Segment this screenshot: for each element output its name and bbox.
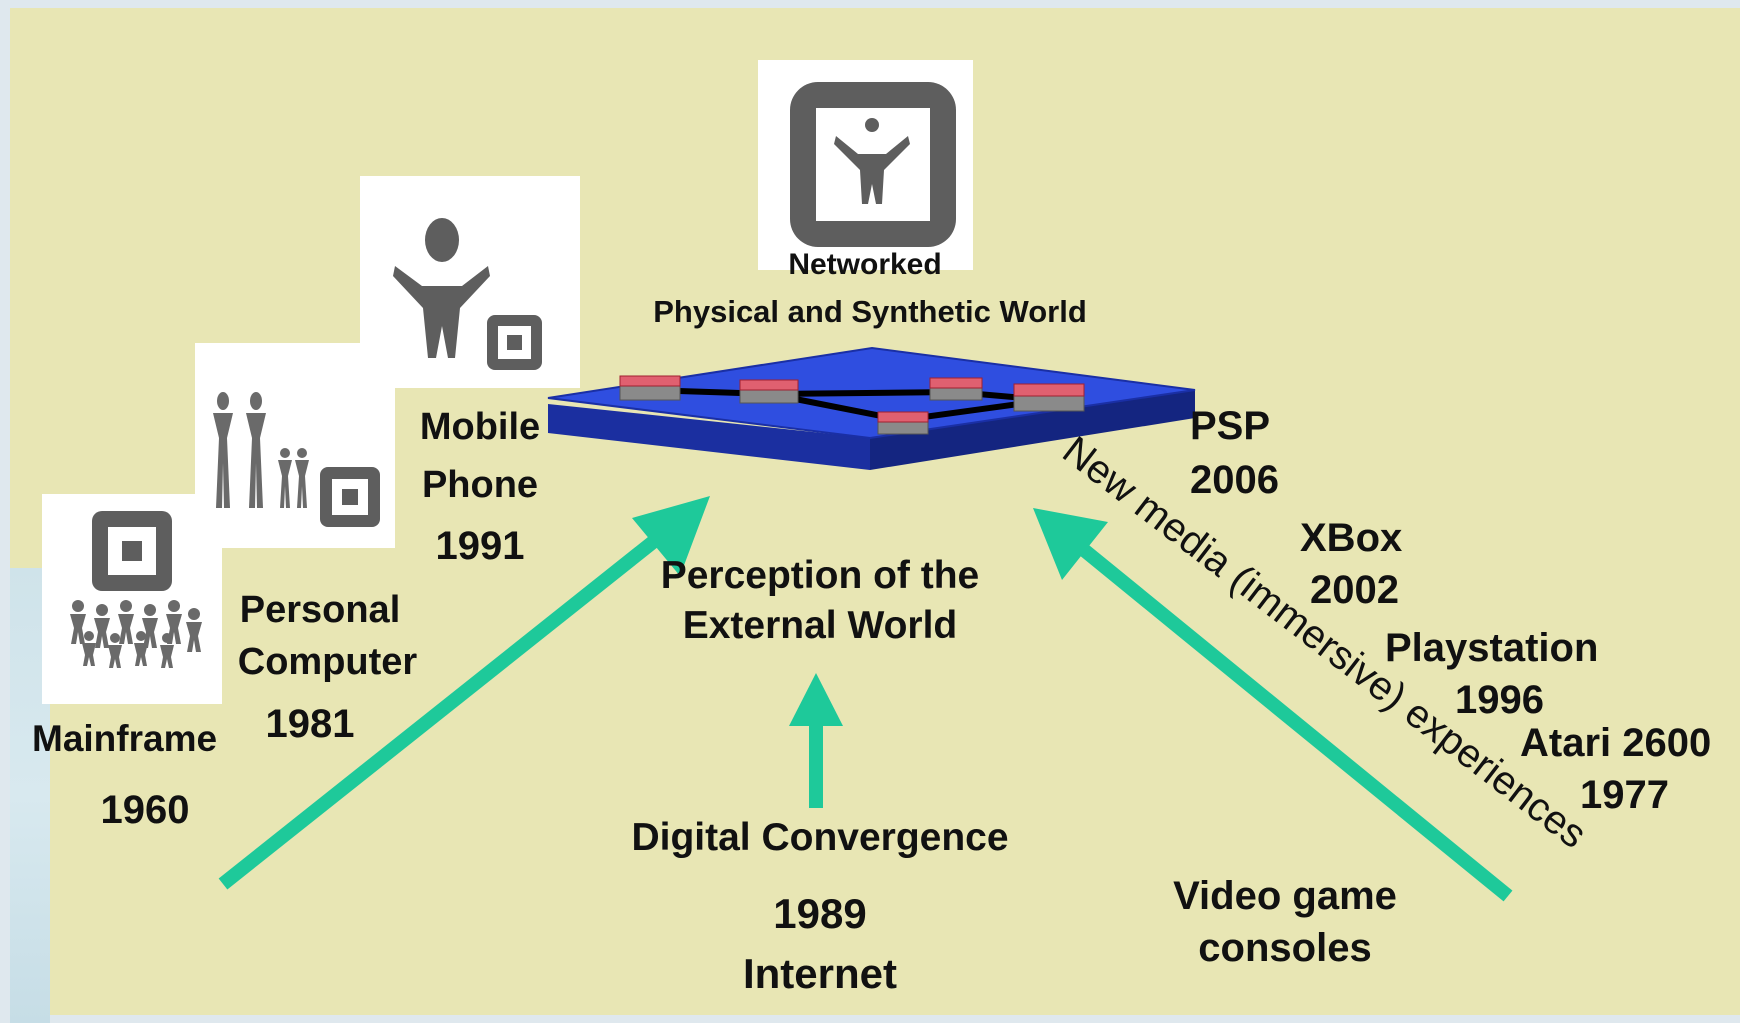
personal-computer-icon: [213, 392, 380, 527]
digital-convergence-label: Digital Convergence: [631, 816, 1009, 859]
networked-label: Networked: [788, 248, 942, 281]
atari-year: 1977: [1580, 773, 1669, 817]
arrow-right: [1033, 508, 1513, 902]
xbox-label: XBox: [1300, 516, 1403, 560]
psp-year: 2006: [1190, 458, 1279, 502]
internet-label: Internet: [742, 950, 897, 997]
mobile-phone-icon: [393, 218, 542, 370]
playstation-label: Playstation: [1385, 626, 1599, 670]
physical-synthetic-world-label: Physical and Synthetic World: [653, 294, 1087, 329]
mainframe-icon: [70, 511, 202, 668]
phone-label: Phone: [421, 464, 539, 506]
personal-computer-year: 1981: [265, 702, 355, 746]
xbox-year: 2002: [1310, 568, 1399, 612]
computer-label: Computer: [237, 641, 418, 683]
external-world-label: External World: [682, 604, 958, 647]
internet-year: 1989: [773, 890, 867, 937]
atari-label: Atari 2600: [1520, 721, 1712, 765]
mobile-label: Mobile: [419, 406, 541, 448]
mainframe-label: Mainframe: [32, 718, 218, 759]
networked-world-icon: [790, 82, 956, 247]
diagram-graphics: New media (immersive) experiences: [70, 82, 1594, 902]
playstation-year: 1996: [1455, 678, 1544, 722]
network-node: [739, 379, 799, 404]
network-platform: [547, 346, 1196, 470]
network-node: [619, 375, 681, 401]
network-node: [929, 377, 983, 401]
arrow-left: [218, 496, 710, 890]
mobile-phone-year: 1991: [435, 524, 525, 568]
mainframe-year: 1960: [100, 788, 190, 832]
consoles-label: consoles: [1198, 926, 1372, 970]
network-node: [1013, 383, 1085, 412]
video-game-label: Video game: [1173, 874, 1397, 918]
perception-label: Perception of the: [660, 554, 980, 597]
psp-label: PSP: [1190, 404, 1271, 448]
personal-label: Personal: [239, 589, 401, 631]
slide: New media (immersive) experiences Networ…: [10, 8, 1740, 1023]
network-node: [877, 411, 929, 435]
arrow-center: [789, 673, 843, 808]
